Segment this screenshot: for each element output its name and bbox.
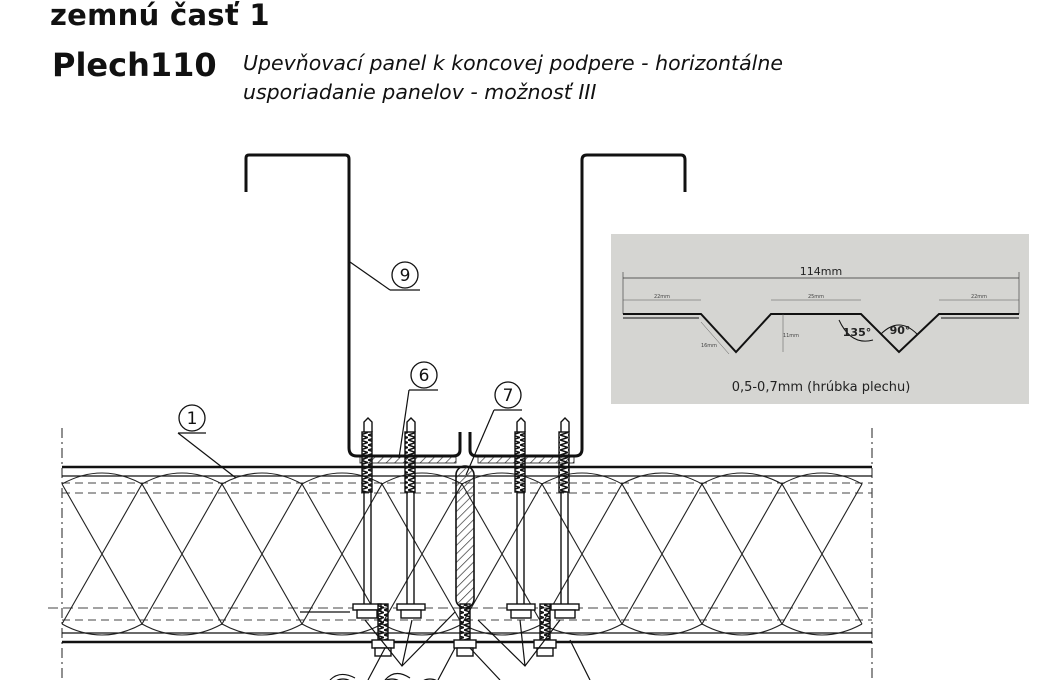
groove-slope-label: 16mm — [701, 343, 717, 349]
lower-leaders — [300, 611, 591, 680]
callout-7-label: 7 — [503, 386, 514, 406]
callout-9: 9 — [349, 261, 420, 291]
profile-detail-inset: 114mm 22mm 25mm 22mm 16mm 11mm 135° 90° … — [611, 234, 1029, 404]
sheet-profile — [623, 313, 1019, 354]
callout-1-label: 1 — [187, 409, 198, 429]
page-title-line2: Plech110 — [52, 46, 217, 84]
callout-6-label: 6 — [419, 366, 430, 386]
joint-seal — [455, 465, 475, 609]
z-profile-right — [468, 153, 687, 458]
page-subtitle: Upevňovací panel k koncovej podpere - ho… — [243, 49, 783, 107]
right-flat-label: 22mm — [971, 294, 987, 300]
subtitle-line2: usporiadanie panelov - možnosť III — [243, 80, 597, 104]
angle-90-label: 90° — [890, 324, 911, 337]
screw-washers — [352, 603, 580, 619]
angle-135-label: 135° — [843, 326, 871, 339]
thickness-note: 0,5-0,7mm (hrúbka plechu) — [732, 380, 911, 395]
middle-flat-label: 25mm — [808, 294, 824, 300]
fastener-screws — [361, 417, 570, 604]
profile-detail-drawing: 114mm 22mm 25mm 22mm 16mm 11mm 135° 90° … — [622, 265, 1020, 395]
left-flat-label: 22mm — [654, 294, 670, 300]
z-profile-left — [244, 153, 462, 458]
callout-1: 1 — [177, 404, 237, 479]
lower-bolts — [371, 603, 557, 657]
callout-6: 6 — [398, 361, 438, 459]
callout-9-label: 9 — [400, 266, 411, 286]
callout-7: 7 — [465, 381, 522, 476]
page-title-line1: zemnú časť 1 — [50, 0, 270, 32]
boundary-lines — [61, 428, 873, 680]
subtitle-line1: Upevňovací panel k koncovej podpere - ho… — [243, 51, 783, 75]
overall-width-label: 114mm — [800, 265, 842, 278]
groove-depth-label: 11mm — [783, 333, 799, 339]
sealing-strip-right — [477, 456, 575, 464]
